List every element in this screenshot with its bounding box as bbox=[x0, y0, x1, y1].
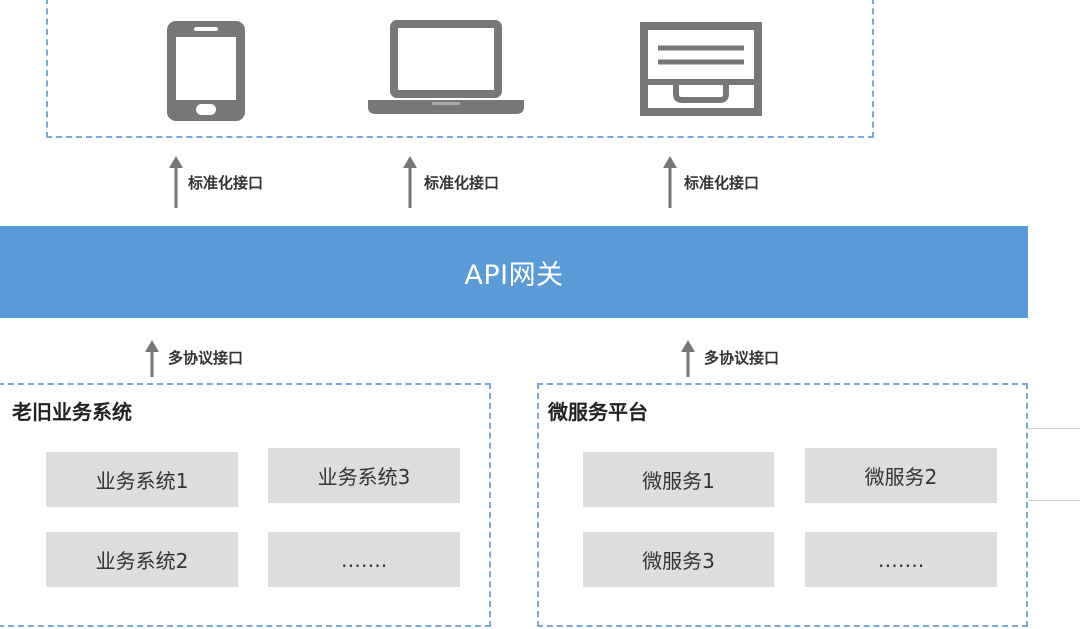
api-gateway-bar: API网关 bbox=[0, 226, 1028, 318]
arrow-label: 标准化接口 bbox=[424, 174, 500, 192]
up-arrow-icon bbox=[145, 340, 159, 377]
up-arrow-icon bbox=[169, 156, 183, 208]
up-arrow-icon bbox=[681, 340, 695, 377]
web-page-icon bbox=[640, 22, 762, 120]
legacy-systems-title: 老旧业务系统 bbox=[12, 400, 132, 424]
legacy-cell: 业务系统1 bbox=[46, 452, 238, 507]
divider-line bbox=[1028, 428, 1080, 429]
microservice-platform-title: 微服务平台 bbox=[548, 400, 648, 424]
bottom-arrow-2: 多协议接口 bbox=[680, 338, 800, 378]
top-arrow-1: 标准化接口 bbox=[168, 154, 288, 210]
laptop-icon bbox=[366, 18, 526, 120]
up-arrow-icon bbox=[663, 156, 677, 208]
arrow-label: 标准化接口 bbox=[188, 174, 264, 192]
microservice-cell: 微服务1 bbox=[583, 452, 774, 507]
microservice-platform-box bbox=[537, 383, 1028, 627]
legacy-cell: 业务系统3 bbox=[268, 448, 460, 503]
legacy-cell: ……. bbox=[268, 532, 460, 587]
mobile-phone-icon bbox=[164, 18, 248, 128]
up-arrow-icon bbox=[403, 156, 417, 208]
gateway-label: API网关 bbox=[464, 259, 564, 291]
bottom-arrow-1: 多协议接口 bbox=[144, 338, 264, 378]
microservice-cell: ……. bbox=[805, 532, 997, 587]
arrow-label: 多协议接口 bbox=[168, 349, 244, 367]
divider-line bbox=[1028, 500, 1080, 501]
top-arrow-2: 标准化接口 bbox=[402, 154, 522, 210]
microservice-cell: 微服务2 bbox=[805, 448, 997, 503]
arrow-label: 标准化接口 bbox=[684, 174, 760, 192]
legacy-cell: 业务系统2 bbox=[46, 532, 238, 587]
legacy-systems-box bbox=[0, 383, 491, 627]
arrow-label: 多协议接口 bbox=[704, 349, 780, 367]
microservice-cell: 微服务3 bbox=[583, 532, 774, 587]
top-arrow-3: 标准化接口 bbox=[662, 154, 782, 210]
clients-box bbox=[46, 0, 874, 138]
